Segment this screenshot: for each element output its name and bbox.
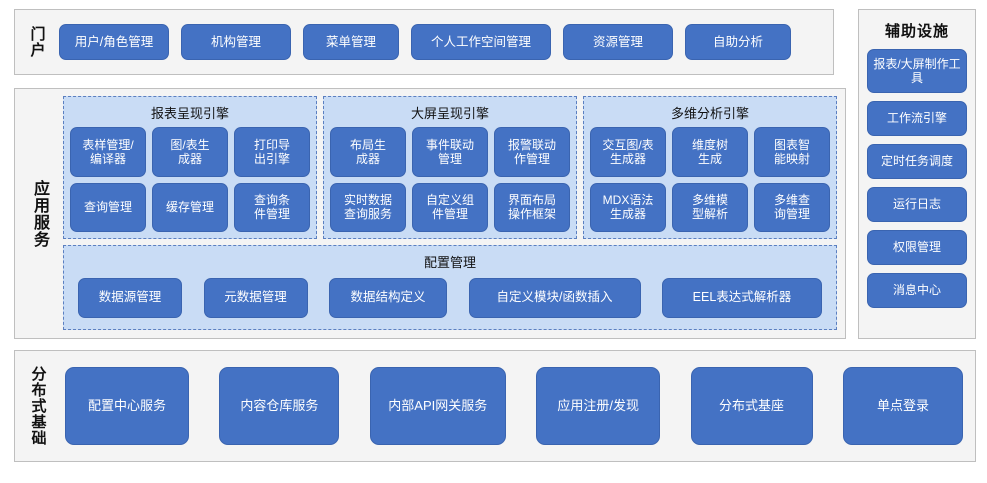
engine-item-ui-layout-operation-framework[interactable]: 界面布局 操作框架 [494, 182, 570, 232]
aux-item-report-dashboard-authoring-tool[interactable]: 报表/大屏制作工具 [867, 49, 967, 93]
group-report-rendering-engine: 报表呈现引擎 表样管理/ 编译器 图/表生 成器 打印导 出引擎 查询管理 缓存… [63, 96, 317, 239]
base-item-content-repository-service[interactable]: 内容仓库服务 [219, 367, 340, 445]
auxiliary-facilities-title: 辅助设施 [884, 23, 949, 40]
group-multidimensional-analysis-engine: 多维分析引擎 交互图/表 生成器 维度树 生成 图表智 能映射 MDX语法 生成… [583, 96, 837, 239]
engine-item-template-management-compiler[interactable]: 表样管理/ 编译器 [70, 127, 146, 177]
engine-item-mdx-syntax-generator[interactable]: MDX语法 生成器 [590, 182, 666, 232]
engine-item-chart-smart-mapping[interactable]: 图表智 能映射 [754, 127, 830, 177]
engine-item-multidimensional-query-management[interactable]: 多维查 询管理 [754, 182, 830, 232]
config-item-datasource-management[interactable]: 数据源管理 [78, 277, 182, 318]
group-configuration-management: 配置管理 数据源管理 元数据管理 数据结构定义 自定义模块/函数插入 EEL表达… [63, 245, 837, 330]
config-item-custom-module-function-insert[interactable]: 自定义模块/函数插入 [468, 277, 641, 318]
aux-item-permission-management[interactable]: 权限管理 [867, 230, 967, 265]
portal-item-user-role-management[interactable]: 用户/角色管理 [59, 24, 169, 60]
group-title-multidimensional-analysis-engine: 多维分析引擎 [670, 106, 749, 121]
group-title-configuration-management: 配置管理 [423, 255, 476, 270]
distributed-foundation-section: 分布式基础 配置中心服务 内容仓库服务 内部API网关服务 应用注册/发现 分布… [14, 350, 976, 462]
engine-item-query-condition-management[interactable]: 查询条 件管理 [234, 182, 310, 232]
config-item-data-structure-definition[interactable]: 数据结构定义 [329, 277, 447, 318]
portal-item-menu-management[interactable]: 菜单管理 [303, 24, 399, 60]
group-items-dashboard-rendering-engine: 布局生 成器 事件联动 管理 报警联动 作管理 实时数据 查询服务 自定义组 件… [330, 127, 570, 232]
aux-item-runtime-log[interactable]: 运行日志 [867, 187, 967, 222]
engine-item-custom-component-management[interactable]: 自定义组 件管理 [412, 182, 488, 232]
engine-item-print-export-engine[interactable]: 打印导 出引擎 [234, 127, 310, 177]
portal-item-resource-management[interactable]: 资源管理 [563, 24, 673, 60]
application-services-content: 报表呈现引擎 表样管理/ 编译器 图/表生 成器 打印导 出引擎 查询管理 缓存… [63, 89, 845, 338]
distributed-foundation-label: 分布式基础 [29, 366, 47, 446]
group-items-multidimensional-analysis-engine: 交互图/表 生成器 维度树 生成 图表智 能映射 MDX语法 生成器 多维模 型… [590, 127, 830, 232]
base-item-app-registration-discovery[interactable]: 应用注册/发现 [536, 367, 661, 445]
distributed-foundation-item-list: 配置中心服务 内容仓库服务 内部API网关服务 应用注册/发现 分布式基座 单点… [61, 351, 975, 461]
engine-item-event-linkage-management[interactable]: 事件联动 管理 [412, 127, 488, 177]
portal-section: 门户 用户/角色管理 机构管理 菜单管理 个人工作空间管理 资源管理 自助分析 [14, 9, 834, 75]
engine-item-dimension-tree-generation[interactable]: 维度树 生成 [672, 127, 748, 177]
group-title-report-rendering-engine: 报表呈现引擎 [150, 106, 229, 121]
group-items-report-rendering-engine: 表样管理/ 编译器 图/表生 成器 打印导 出引擎 查询管理 缓存管理 查询条 … [70, 127, 310, 232]
portal-section-label: 门户 [28, 26, 46, 58]
auxiliary-item-list: 报表/大屏制作工具 工作流引擎 定时任务调度 运行日志 权限管理 消息中心 [867, 49, 967, 308]
base-item-distributed-base-platform[interactable]: 分布式基座 [690, 367, 813, 445]
base-item-internal-api-gateway-service[interactable]: 内部API网关服务 [369, 367, 506, 445]
group-dashboard-rendering-engine: 大屏呈现引擎 布局生 成器 事件联动 管理 报警联动 作管理 实时数据 查询服务… [323, 96, 577, 239]
engine-item-interactive-chart-table-generator[interactable]: 交互图/表 生成器 [590, 127, 666, 177]
engine-item-cache-management[interactable]: 缓存管理 [152, 182, 228, 232]
application-services-label: 应用服务 [31, 179, 48, 248]
portal-item-personal-workspace-management[interactable]: 个人工作空间管理 [411, 24, 551, 60]
aux-item-workflow-engine[interactable]: 工作流引擎 [867, 101, 967, 136]
base-item-config-center-service[interactable]: 配置中心服务 [65, 367, 189, 445]
engine-item-layout-generator[interactable]: 布局生 成器 [330, 127, 406, 177]
configuration-item-list: 数据源管理 元数据管理 数据结构定义 自定义模块/函数插入 EEL表达式解析器 [72, 276, 828, 321]
engine-item-chart-table-generator[interactable]: 图/表生 成器 [152, 127, 228, 177]
engine-group-row: 报表呈现引擎 表样管理/ 编译器 图/表生 成器 打印导 出引擎 查询管理 缓存… [63, 96, 837, 239]
engine-item-query-management[interactable]: 查询管理 [70, 182, 146, 232]
base-item-single-sign-on[interactable]: 单点登录 [842, 367, 963, 445]
config-item-metadata-management[interactable]: 元数据管理 [203, 277, 308, 318]
engine-item-realtime-data-query-service[interactable]: 实时数据 查询服务 [330, 182, 406, 232]
auxiliary-facilities-section: 辅助设施 报表/大屏制作工具 工作流引擎 定时任务调度 运行日志 权限管理 消息… [858, 9, 976, 339]
aux-item-message-center[interactable]: 消息中心 [867, 273, 967, 308]
group-title-dashboard-rendering-engine: 大屏呈现引擎 [410, 106, 489, 121]
engine-item-alarm-linkage-action-management[interactable]: 报警联动 作管理 [494, 127, 570, 177]
portal-item-self-service-analysis[interactable]: 自助分析 [685, 24, 791, 60]
config-item-eel-expression-parser[interactable]: EEL表达式解析器 [662, 277, 822, 318]
engine-item-multidimensional-model-parsing[interactable]: 多维模 型解析 [672, 182, 748, 232]
aux-item-scheduled-task-scheduler[interactable]: 定时任务调度 [867, 144, 967, 179]
portal-item-list: 用户/角色管理 机构管理 菜单管理 个人工作空间管理 资源管理 自助分析 [59, 10, 827, 74]
portal-item-org-management[interactable]: 机构管理 [181, 24, 291, 60]
application-services-section: 应用服务 报表呈现引擎 表样管理/ 编译器 图/表生 成器 打印导 出引擎 查询… [14, 88, 846, 339]
